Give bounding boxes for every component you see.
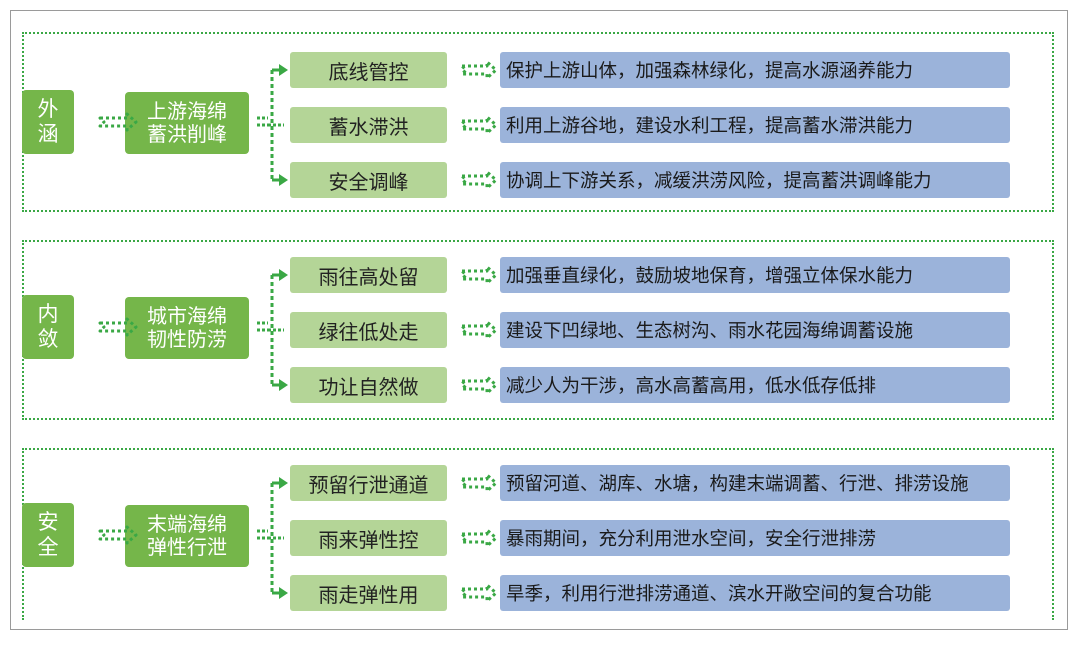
dotted-double-arrow-icon [460,115,498,135]
branch-arrow-icon [279,477,288,489]
description-box: 协调上下游关系，减缓洪涝风险，提高蓄洪调峰能力 [500,162,1010,198]
branch-arrow-icon [279,269,288,281]
description-box: 减少人为干涉，高水高蓄高用，低水低存低排 [500,367,1010,403]
item-box: 绿往低处走 [290,312,447,348]
dotted-double-arrow-icon [460,473,498,493]
description-box: 加强垂直绿化，鼓励坡地保育，增强立体保水能力 [500,257,1010,293]
item-box: 安全调峰 [290,162,447,198]
item-box: 底线管控 [290,52,447,88]
description-box: 建设下凹绿地、生态树沟、雨水花园海绵调蓄设施 [500,312,1010,348]
item-box: 蓄水滞洪 [290,107,447,143]
dotted-double-arrow-icon [460,320,498,340]
subtitle-box: 末端海绵弹性行泄 [125,505,249,567]
dotted-double-arrow-icon [98,525,138,545]
branch-arrow-icon [279,379,288,391]
dotted-double-arrow-icon [98,112,138,132]
item-box: 功让自然做 [290,367,447,403]
category-box: 内敛 [22,295,74,359]
branch-arrow-icon [279,64,288,76]
branch-arrow-icon [279,587,288,599]
dotted-double-arrow-icon [460,170,498,190]
description-box: 保护上游山体，加强森林绿化，提高水源涵养能力 [500,52,1010,88]
description-box: 利用上游谷地，建设水利工程，提高蓄水滞洪能力 [500,107,1010,143]
subtitle-box: 上游海绵蓄洪削峰 [125,92,249,154]
dotted-double-arrow-icon [460,583,498,603]
branch-arrow-icon [279,174,288,186]
description-box: 旱季，利用行泄排涝通道、滨水开敞空间的复合功能 [500,575,1010,611]
item-box: 雨来弹性控 [290,520,447,556]
dotted-double-arrow-icon [460,528,498,548]
dotted-double-arrow-icon [98,317,138,337]
item-box: 雨走弹性用 [290,575,447,611]
category-box: 安全 [22,503,74,567]
dotted-double-arrow-icon [460,265,498,285]
dotted-double-arrow-icon [460,60,498,80]
dotted-double-arrow-icon [460,375,498,395]
category-box: 外涵 [22,90,74,154]
subtitle-box: 城市海绵韧性防涝 [125,297,249,359]
description-box: 预留河道、湖库、水塘，构建末端调蓄、行泄、排涝设施 [500,465,1010,501]
item-box: 雨往高处留 [290,257,447,293]
description-box: 暴雨期间，充分利用泄水空间，安全行泄排涝 [500,520,1010,556]
item-box: 预留行泄通道 [290,465,447,501]
